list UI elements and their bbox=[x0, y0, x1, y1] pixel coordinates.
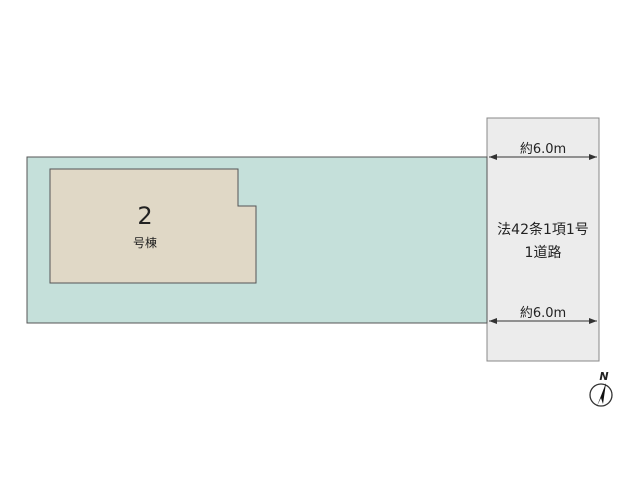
road-width-bottom-label: 約6.0m bbox=[520, 306, 566, 321]
building-suffix: 号棟 bbox=[133, 235, 157, 250]
road-type-line1: 法42条1項1号 bbox=[497, 221, 589, 238]
road-width-dimension-bottom: 約6.0m bbox=[489, 306, 597, 324]
building-footprint bbox=[49, 168, 257, 284]
north-compass-icon: N bbox=[589, 370, 613, 407]
compass-letter: N bbox=[599, 370, 608, 383]
building-number: 2 bbox=[137, 202, 152, 230]
road-type-line2: 1道路 bbox=[525, 245, 562, 261]
road-width-dimension-top: 約6.0m bbox=[489, 142, 597, 160]
road-width-top-label: 約6.0m bbox=[520, 142, 566, 157]
